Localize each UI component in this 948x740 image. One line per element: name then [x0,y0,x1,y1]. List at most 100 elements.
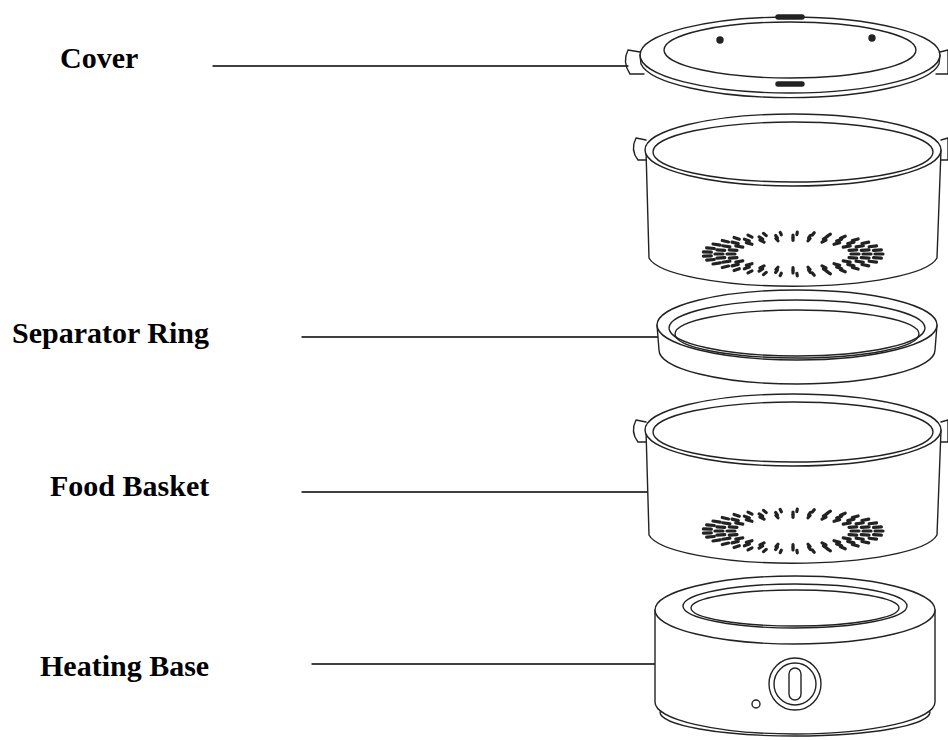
steam-hole [734,237,739,239]
timer-knob [774,663,816,705]
steam-hole [848,519,854,520]
steam-hole [848,242,854,243]
steam-hole [852,239,858,241]
heating-base-drawing [655,576,935,736]
steam-hole [703,254,711,257]
steam-hole [874,248,882,252]
steam-hole [827,234,830,236]
steam-hole [875,252,883,255]
steam-hole [812,550,814,552]
steam-holes [703,232,883,276]
steam-hole [717,533,725,537]
ring-inner [669,300,925,356]
steam-hole [812,233,814,235]
steam-hole [732,264,738,265]
steam-hole [851,529,859,532]
steam-hole [827,511,830,513]
base-reservoir [683,584,907,628]
steam-hole [736,261,743,262]
steam-hole [863,529,871,532]
steam-hole [780,232,781,234]
steam-hole [843,538,850,539]
steam-hole [795,509,799,511]
steam-hole [707,258,715,262]
steam-hole [722,240,728,241]
power-light [752,700,760,708]
steam-hole [703,531,711,534]
steam-hole [875,529,883,532]
steam-hole [795,273,799,275]
cover-vent [776,82,804,86]
steam-hole [723,523,730,524]
steam-hole [852,544,858,546]
steam-hole [841,547,846,549]
steam-hole [791,548,794,550]
steam-hole [776,270,778,272]
steam-hole [780,550,781,552]
steam-hole [848,264,854,265]
steam-hole [732,242,738,243]
steam-hole [734,514,739,516]
steam-hole [827,549,830,551]
steam-hole [707,246,715,250]
steam-hole [809,236,811,238]
steam-hole [869,521,876,525]
cover-edge [640,55,940,98]
steam-hole [791,271,794,273]
steam-hole [809,270,811,272]
steam-hole [736,538,743,539]
steam-hole [791,512,794,514]
steam-hole [713,244,720,245]
steam-hole [723,246,730,247]
steam-hole [834,520,840,522]
steam-hole [852,267,858,269]
steam-hole [764,272,767,274]
steam-hole [759,514,762,516]
steam-hole [776,513,778,515]
steam-hole [780,273,781,275]
ring-inner [675,310,919,358]
steam-hole [851,252,859,255]
leader-line [312,663,673,664]
steam-hole [861,525,869,529]
steam-hole [746,520,752,522]
steam-hole [862,542,869,543]
basket-rim-inner [653,122,933,182]
steam-hole [748,548,752,550]
steam-hole [856,523,863,524]
steam-hole [834,541,840,543]
steam-hole [722,543,728,544]
steam-hole [795,550,799,552]
steam-hole [717,248,725,252]
cover-dot [717,37,723,43]
steam-hole [734,546,739,548]
steam-hole [746,264,752,266]
steam-hole [812,273,814,275]
leader-line [302,491,665,492]
basket-rim [645,394,941,466]
cover-top [664,22,916,78]
steam-hole [727,252,735,255]
steam-hole [843,246,850,247]
leader-line [213,65,628,66]
ring-rim [657,290,937,360]
steam-hole [713,540,720,541]
steam-hole [736,246,743,247]
steam-hole [744,267,749,269]
steam-hole [776,236,778,238]
steam-hole [759,546,762,548]
steam-hole [707,535,715,539]
steam-hole [843,523,850,524]
part-label: Cover [60,41,138,75]
steam-hole [764,549,767,551]
steam-hole [746,541,752,543]
part-label: Separator Ring [12,316,209,350]
steam-hole [834,243,840,245]
steam-hole [748,512,752,514]
steam-hole [856,246,863,247]
steam-hole [780,509,781,511]
steam-hole [849,248,857,252]
leader-lines [213,66,673,664]
